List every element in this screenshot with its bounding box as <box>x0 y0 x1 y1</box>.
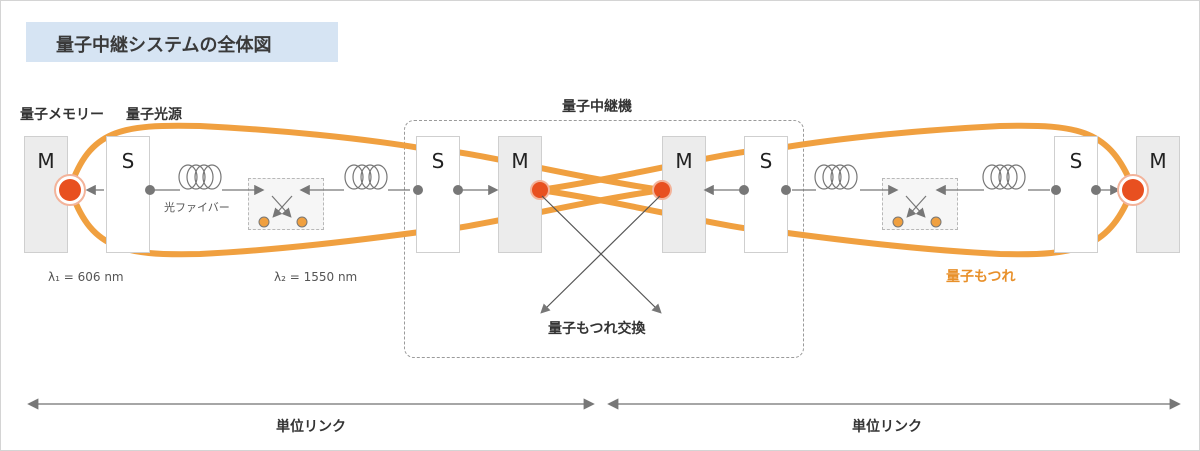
left-lower-curve <box>67 185 423 258</box>
source-block-repeater-left: S <box>416 136 460 253</box>
source-block-repeater-right: S <box>744 136 788 253</box>
label-lambda2: λ₂ = 1550 nm <box>274 270 358 284</box>
label-unit-link-left: 単位リンク <box>276 419 346 435</box>
connector-dot-icon <box>145 185 1101 195</box>
memory-dot-icon <box>54 174 1149 206</box>
label-optical-fiber: 光ファイバー <box>164 201 230 214</box>
source-letter: S <box>759 149 773 173</box>
label-quantum-memory: 量子メモリー <box>20 107 104 123</box>
memory-letter: M <box>675 149 693 173</box>
left-upper-curve <box>67 122 423 191</box>
label-entanglement-swap: 量子もつれ交換 <box>548 321 646 337</box>
swap-arrow <box>540 195 661 314</box>
detector-dot-icon <box>258 216 942 228</box>
label-unit-link-right: 単位リンク <box>852 419 922 435</box>
source-block-right: S <box>1054 136 1098 253</box>
source-block-left: S <box>106 136 150 253</box>
label-lambda1: λ₁ = 606 nm <box>48 270 124 284</box>
beam-splitter-icon <box>271 195 927 218</box>
fiber-coil-icon <box>982 164 1026 190</box>
source-letter: S <box>431 149 445 173</box>
right-upper-curve <box>777 122 1136 191</box>
fiber-coil-icon <box>814 164 858 190</box>
page-title: 量子中継システムの全体図 <box>56 35 272 56</box>
label-repeater: 量子中継機 <box>562 99 632 115</box>
source-letter: S <box>121 149 135 173</box>
right-lower-curve <box>777 185 1136 258</box>
label-quantum-light-source: 量子光源 <box>126 107 182 123</box>
memory-letter: M <box>511 149 529 173</box>
repeater-box <box>404 120 804 358</box>
label-entanglement: 量子もつれ <box>946 269 1016 285</box>
source-letter: S <box>1069 149 1083 173</box>
memory-letter: M <box>37 149 55 173</box>
memory-letter: M <box>1149 149 1167 173</box>
fiber-coil-icon <box>178 164 222 190</box>
fiber-coil-icon <box>344 164 388 190</box>
title-banner: 量子中継システムの全体図 <box>26 22 338 62</box>
